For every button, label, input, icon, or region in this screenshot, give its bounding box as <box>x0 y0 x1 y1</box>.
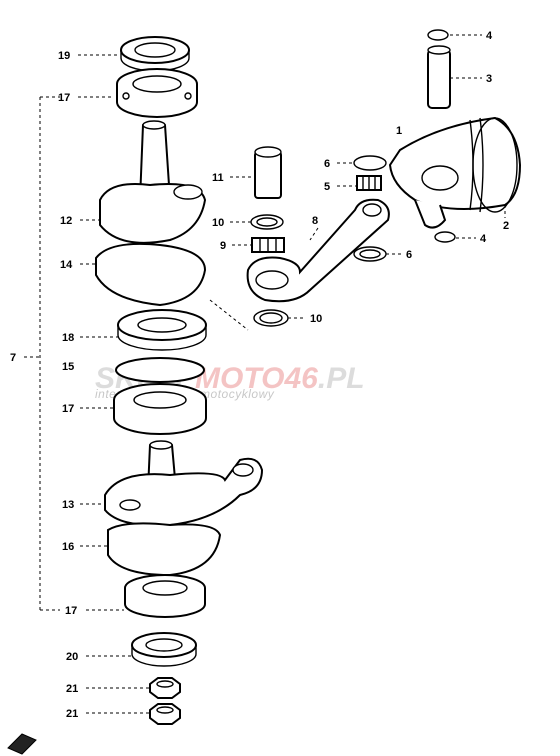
part-bearing-top <box>116 68 198 118</box>
part-nut-upper <box>149 677 181 699</box>
part-piston <box>388 116 522 229</box>
callout-4-bottom: 4 <box>480 233 487 245</box>
callout-12: 12 <box>60 215 72 227</box>
callout-16: 16 <box>62 541 74 553</box>
assembly-guide-lines <box>209 205 506 331</box>
part-big-end-bearing <box>251 237 285 253</box>
part-oil-seal-top <box>120 36 190 72</box>
callout-10-lower: 10 <box>310 313 322 325</box>
callout-5: 5 <box>324 181 330 193</box>
callout-21-lower: 21 <box>66 708 78 720</box>
group-7-bracket <box>24 96 60 611</box>
callout-9: 9 <box>220 240 226 252</box>
part-crank-pin <box>115 357 205 383</box>
callout-1: 1 <box>396 125 402 137</box>
callout-3: 3 <box>486 73 492 85</box>
front-arrow-icon <box>7 733 37 755</box>
part-bearing-mid <box>117 309 207 351</box>
part-washer-bottom <box>253 309 289 327</box>
callout-20: 20 <box>66 651 78 663</box>
callout-17-mid: 17 <box>62 403 74 415</box>
callout-13: 13 <box>62 499 74 511</box>
callout-14: 14 <box>60 259 73 271</box>
part-washer-upper <box>250 214 284 230</box>
part-circlip-bottom <box>434 231 456 243</box>
part-circlip-top <box>427 29 449 41</box>
part-washer-lower <box>353 246 387 262</box>
callout-4-top: 4 <box>486 30 493 42</box>
callout-19: 19 <box>58 50 70 62</box>
callouts: 19 17 12 14 18 15 17 13 16 17 20 21 21 7… <box>10 30 509 720</box>
callout-15: 15 <box>62 361 74 373</box>
part-piston-pin <box>427 45 451 109</box>
part-crankpin <box>254 146 282 199</box>
part-lower-crank <box>104 440 264 527</box>
part-bearing-bottom <box>124 574 206 618</box>
part-counterweight-lower <box>107 522 222 577</box>
part-counterweight <box>95 242 207 307</box>
part-nut-lower <box>149 703 181 725</box>
part-bearing-lower <box>113 383 207 435</box>
callout-11: 11 <box>212 172 224 184</box>
part-washer-top <box>353 155 387 171</box>
callout-17-top: 17 <box>58 92 70 104</box>
callout-8: 8 <box>312 215 318 227</box>
callout-10-upper: 10 <box>212 217 224 229</box>
part-oil-seal-bottom <box>131 632 197 667</box>
callout-7: 7 <box>10 352 16 364</box>
part-small-end-bearing <box>356 175 382 191</box>
callout-21-upper: 21 <box>66 683 78 695</box>
callout-2: 2 <box>503 220 509 232</box>
callout-17-bottom: 17 <box>65 605 77 617</box>
part-connecting-rod <box>246 198 390 303</box>
part-upper-crank <box>99 120 207 244</box>
callout-6-bottom: 6 <box>406 249 412 261</box>
callout-6-top: 6 <box>324 158 330 170</box>
callout-18: 18 <box>62 332 74 344</box>
